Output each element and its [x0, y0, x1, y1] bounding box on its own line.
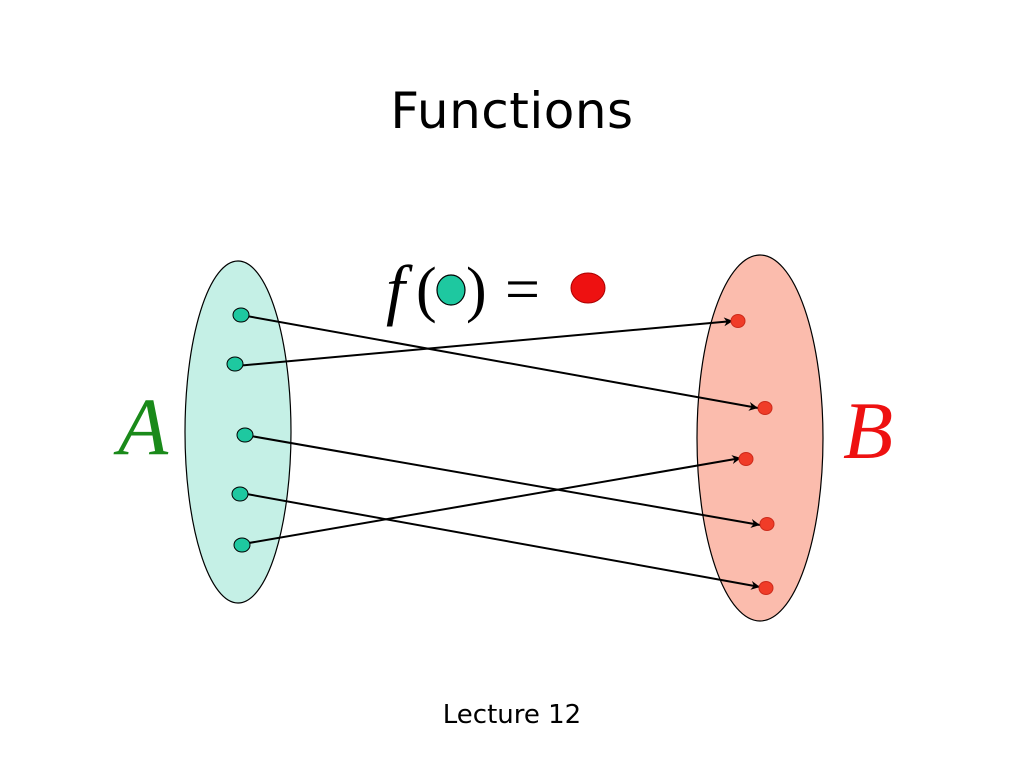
formula-red-dot [570, 272, 606, 304]
point-b5 [758, 581, 774, 595]
point-a2 [226, 356, 244, 372]
point-b3 [738, 452, 754, 466]
arrow-a1-b2 [240, 314, 759, 411]
point-a3 [236, 427, 254, 443]
slide-footer: Lecture 12 [442, 700, 582, 730]
point-b4 [759, 517, 775, 531]
set-b-label: B [843, 385, 893, 476]
arrow-a4-b5 [240, 492, 761, 590]
set-b-oval [696, 254, 824, 622]
formula-f: f [386, 251, 413, 327]
set-b-points [730, 314, 775, 595]
formula-close-paren: ) [466, 256, 487, 324]
set-a-points [226, 307, 254, 553]
point-a1 [232, 307, 250, 323]
formula-open-paren: ( [416, 256, 437, 324]
point-b1 [730, 314, 746, 328]
point-a4 [231, 486, 249, 502]
formula-green-dot [436, 274, 466, 306]
arrow-a5-b3 [242, 455, 742, 545]
point-b2 [757, 401, 773, 415]
arrow-a3-b4 [244, 434, 761, 528]
function-formula: f ( ) = [386, 251, 606, 327]
arrow-a2-b1 [235, 317, 734, 367]
point-a5 [233, 537, 251, 553]
slide-title: Functions [390, 82, 634, 140]
formula-equals: = [505, 256, 540, 324]
set-a-label: A [113, 381, 169, 472]
mapping-arrows [235, 314, 761, 590]
